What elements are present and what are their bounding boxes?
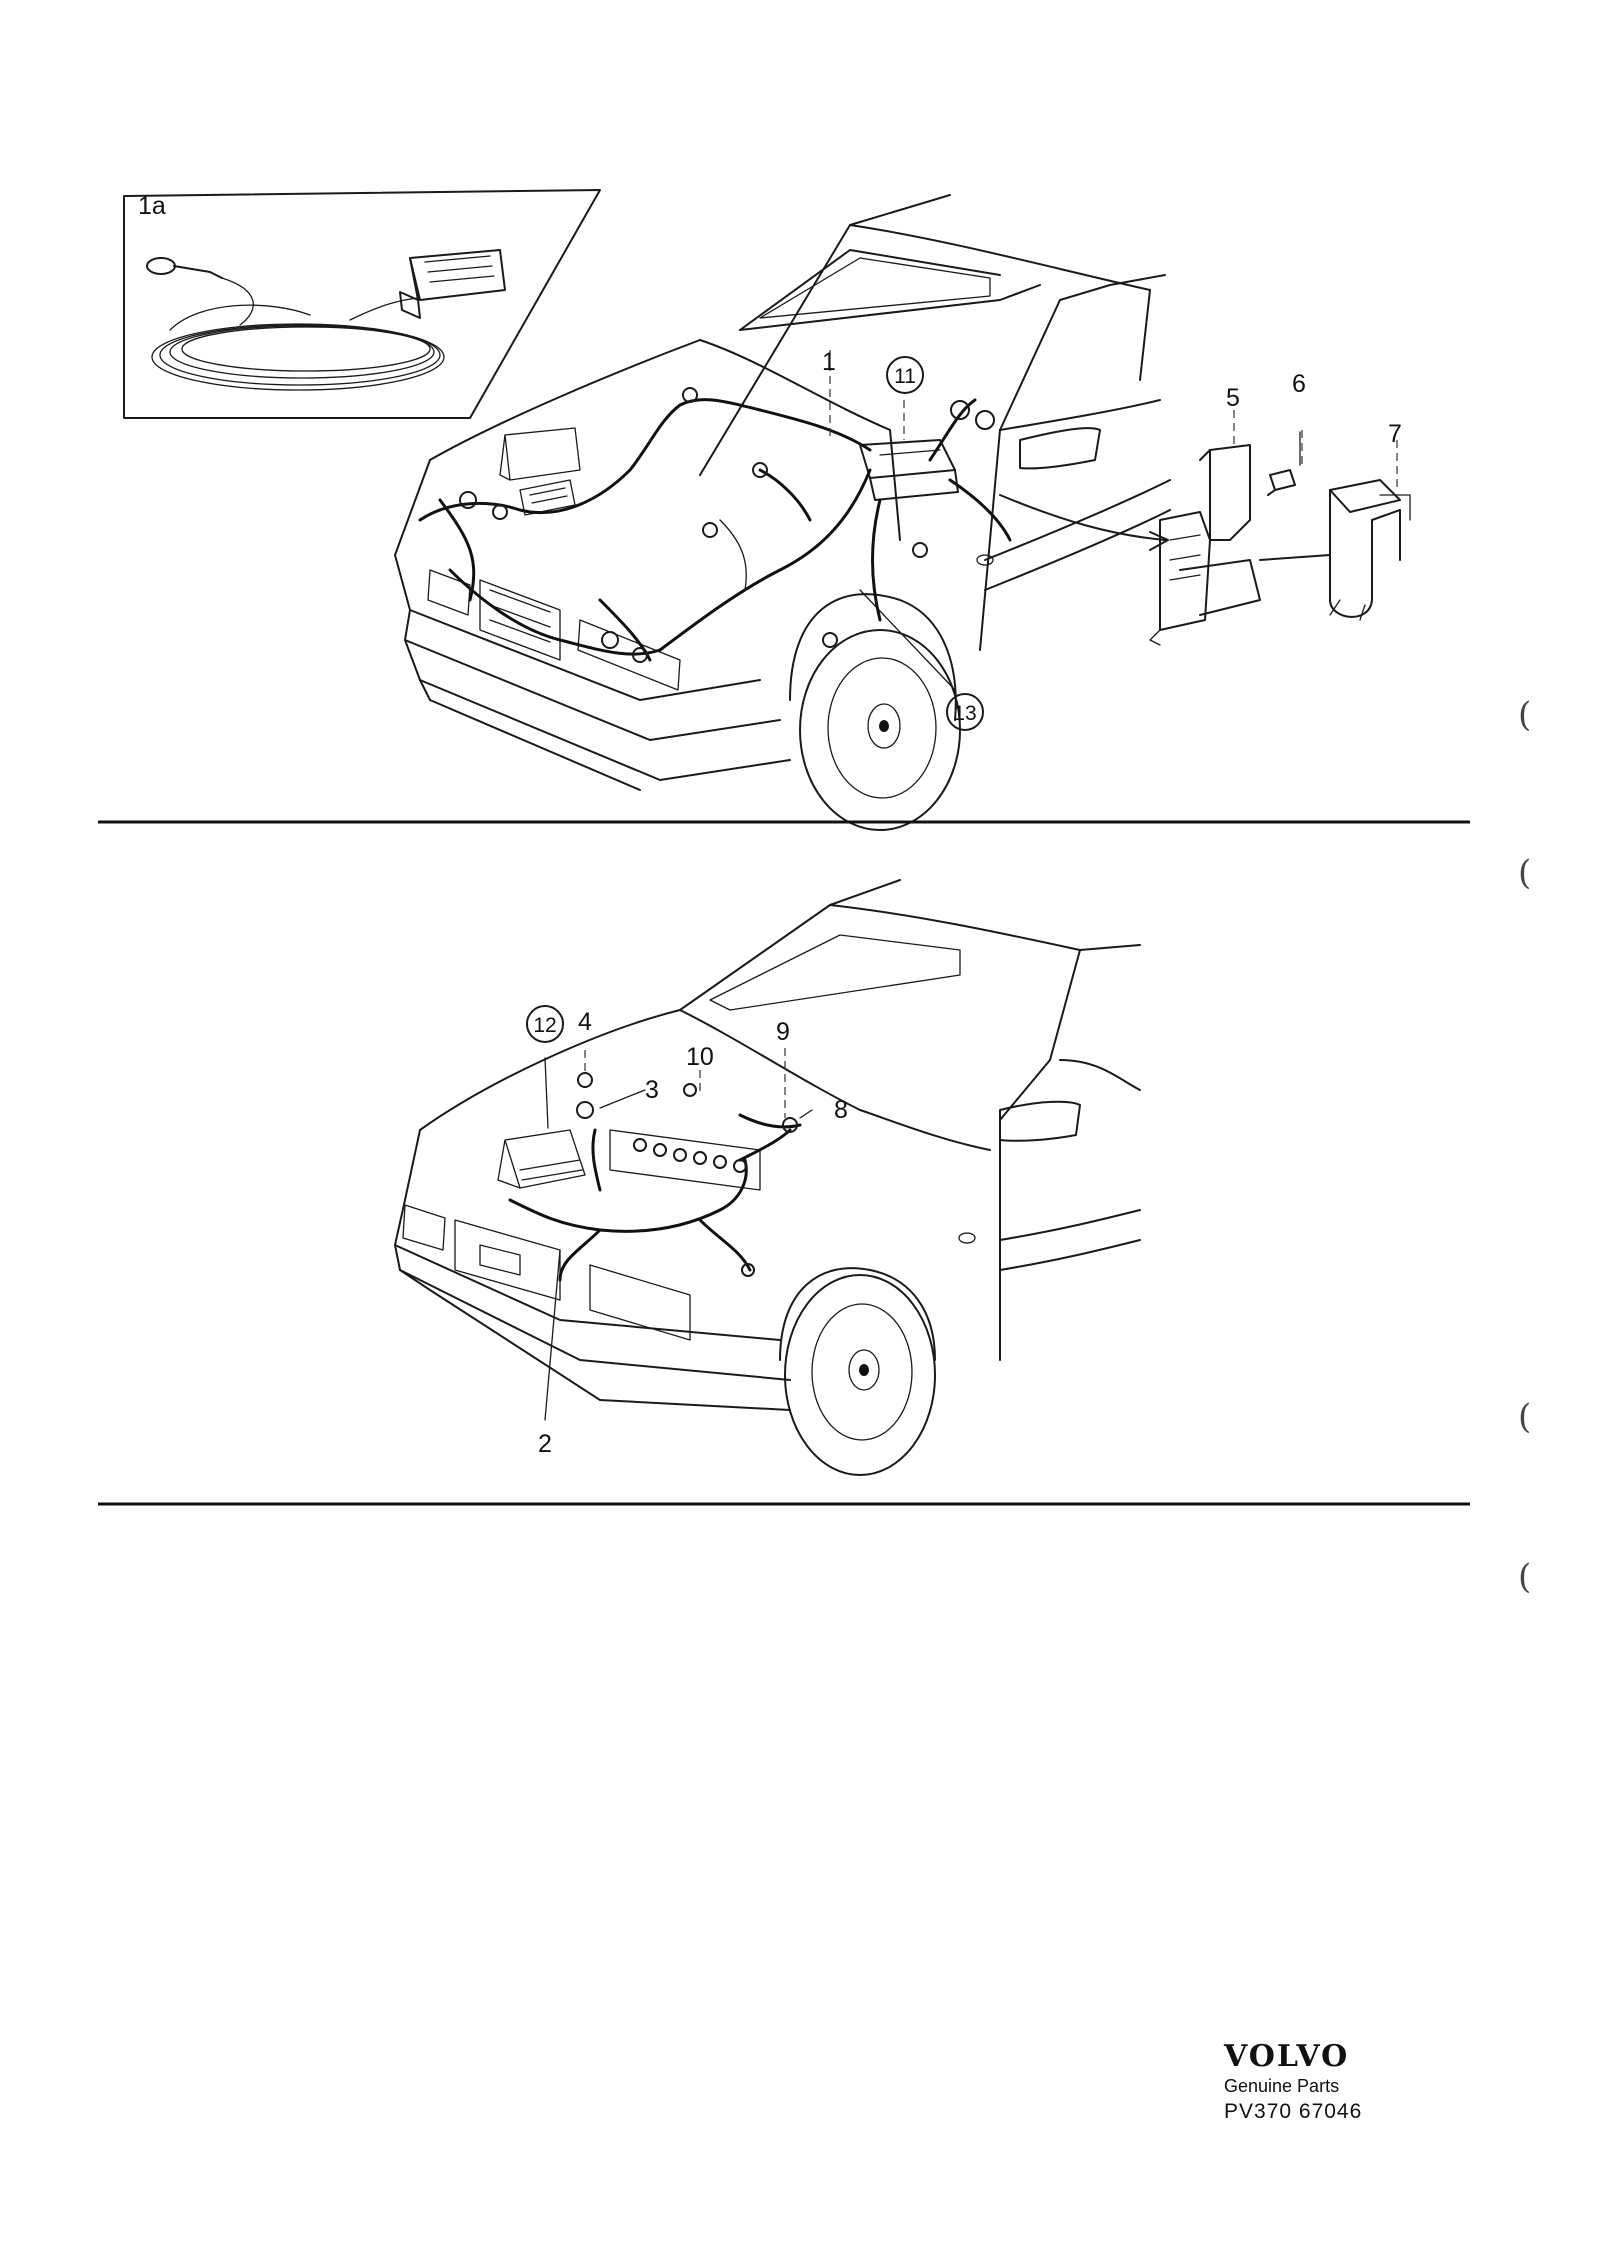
inset-1a — [123, 189, 601, 419]
callout-3: 3 — [645, 1076, 659, 1104]
callout-12: 12 — [533, 1014, 556, 1037]
car-bottom-outline — [394, 879, 1141, 1476]
brand-tagline: Genuine Parts — [1224, 2076, 1340, 2096]
callout-11: 11 — [894, 365, 916, 388]
callout-13-circled: 13 — [946, 693, 984, 731]
harness-2 — [497, 1072, 802, 1282]
callout-1: 1 — [822, 348, 836, 376]
callout-8: 8 — [834, 1096, 848, 1124]
callout-1a: 1a — [138, 192, 166, 220]
callout-13: 13 — [953, 702, 976, 725]
margin-marks: ( ( ( ( — [1518, 695, 1531, 1597]
margin-mark: ( — [1518, 695, 1531, 735]
car-top-outline — [394, 194, 1171, 831]
margin-mark: ( — [1518, 853, 1531, 893]
brand-block: VOLVO Genuine Parts PV370 67046 — [1224, 2040, 1444, 2126]
engine-bay-top — [499, 427, 959, 516]
leaders-top — [829, 350, 1398, 691]
callout-2: 2 — [538, 1430, 552, 1458]
callout-10: 10 — [686, 1043, 714, 1071]
callout-4: 4 — [578, 1008, 592, 1036]
callout-12-circled: 12 — [526, 1005, 564, 1043]
harness-1 — [418, 387, 1012, 663]
margin-mark: ( — [1518, 1557, 1531, 1597]
callout-9: 9 — [776, 1018, 790, 1046]
margin-mark: ( — [1518, 1397, 1531, 1437]
leaders-bottom — [544, 1048, 813, 1421]
callout-7: 7 — [1388, 420, 1402, 448]
top-diagram: 1a 1 5 6 7 11 13 — [123, 189, 1411, 831]
callout-6: 6 — [1292, 370, 1306, 398]
callout-11-circled: 11 — [886, 356, 924, 394]
bracket-assembly — [999, 431, 1411, 646]
bottom-diagram: 2 3 4 8 9 10 12 — [394, 879, 1141, 1476]
volvo-logo: VOLVO — [1224, 2039, 1350, 2074]
part-reference-code: PV370 67046 — [1224, 2100, 1363, 2123]
callout-5: 5 — [1226, 384, 1240, 412]
